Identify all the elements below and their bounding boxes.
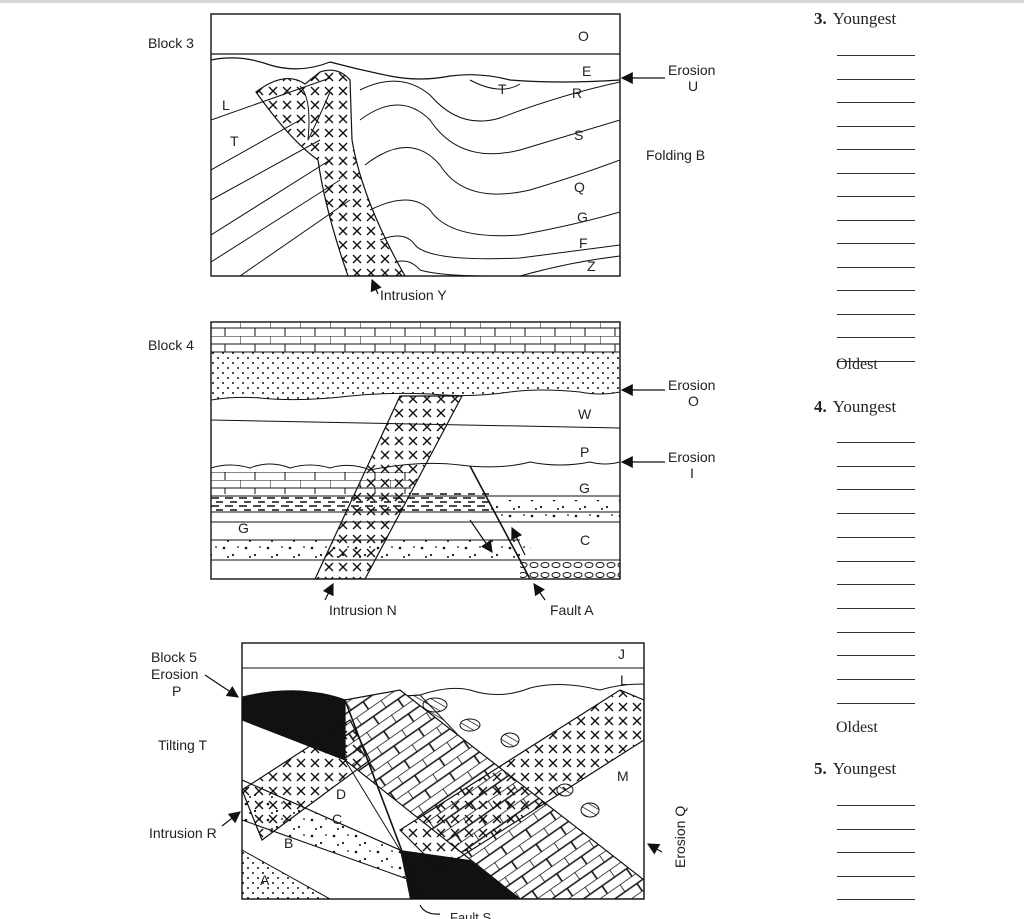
- intrusion-r-arrow: [221, 811, 241, 827]
- erosion-q-arrow: [646, 843, 663, 855]
- answer-blank-line[interactable]: [837, 219, 915, 221]
- block3-layer-e: E: [582, 63, 591, 79]
- answer-column: 3. Youngest Oldest 4. Youngest Oldest 5. Yo…: [800, 0, 1024, 919]
- block5-title: Block 5: [151, 649, 197, 665]
- fault-a-label: Fault A: [550, 602, 594, 618]
- question-3-number: 3.: [814, 9, 827, 28]
- answer-blank-line[interactable]: [837, 243, 915, 244]
- answer-blank-line[interactable]: [837, 360, 915, 362]
- fault-a-arrow: [533, 583, 546, 601]
- folding-b-label: Folding B: [646, 147, 705, 163]
- fault-s-arrow: [419, 904, 441, 915]
- answer-blank-line[interactable]: [837, 125, 915, 127]
- block3-layer-t2: T: [230, 133, 239, 149]
- block5-layer-c: C: [332, 811, 342, 827]
- answer-blank-line[interactable]: [837, 560, 915, 562]
- block-3: [210, 13, 621, 277]
- erosion-u-label: Erosion: [668, 62, 715, 78]
- block3-title: Block 3: [148, 35, 194, 51]
- tilting-t-label: Tilting T: [158, 737, 207, 753]
- answer-blank-line[interactable]: [837, 805, 915, 806]
- block3-layer-f: F: [579, 235, 588, 251]
- intrusion-n-label: Intrusion N: [329, 602, 397, 618]
- answer-blank-line[interactable]: [837, 465, 915, 467]
- answer-blank-line[interactable]: [837, 266, 915, 268]
- erosion-p-arrow: [204, 674, 239, 698]
- answer-blank-line[interactable]: [837, 828, 915, 830]
- answer-blank-line[interactable]: [837, 631, 915, 633]
- block3-layer-z: Z: [587, 258, 596, 274]
- intrusion-y-arrow: [370, 278, 382, 295]
- answer-blank-line[interactable]: [837, 875, 915, 877]
- question-5-number: 5.: [814, 759, 827, 778]
- question-5-youngest: Youngest: [832, 759, 897, 778]
- block4-title: Block 4: [148, 337, 194, 353]
- question-3-oldest: Oldest: [836, 356, 878, 373]
- answer-blank-line[interactable]: [837, 290, 915, 291]
- question-5-header: 5. Youngest: [814, 759, 896, 779]
- top-border: [0, 0, 1024, 3]
- block4-layer-g: G: [579, 480, 590, 496]
- block4-layer-g2: G: [238, 520, 249, 536]
- answer-blank-line[interactable]: [837, 489, 915, 491]
- fault-s-label: Fault S: [450, 910, 492, 919]
- block5-layer-j: J: [618, 646, 625, 662]
- answer-blank-line[interactable]: [837, 442, 915, 443]
- erosion-i-id: I: [690, 465, 694, 481]
- block3-layer-g: G: [577, 209, 588, 225]
- block4-layer-c: C: [580, 532, 590, 548]
- answer-blank-line[interactable]: [837, 899, 915, 900]
- block3-layer-l: L: [222, 97, 230, 113]
- erosion-p-label: Erosion: [151, 666, 198, 682]
- answer-blank-line[interactable]: [837, 655, 915, 657]
- answer-blank-line[interactable]: [837, 679, 915, 680]
- question-4-number: 4.: [814, 397, 827, 416]
- block5-layer-b: B: [284, 835, 293, 851]
- block3-layer-o: O: [578, 28, 589, 44]
- answer-blank-line[interactable]: [837, 702, 915, 704]
- answer-blank-line[interactable]: [837, 313, 915, 315]
- block3-layer-r: R: [572, 85, 582, 101]
- answer-blank-line[interactable]: [837, 55, 915, 56]
- answer-blank-line[interactable]: [837, 536, 915, 538]
- erosion-o-id: O: [688, 393, 699, 409]
- answer-blank-line[interactable]: [837, 852, 915, 853]
- answer-blank-line[interactable]: [837, 172, 915, 174]
- question-4-youngest: Youngest: [832, 397, 897, 416]
- question-4-header: 4. Youngest: [814, 397, 896, 417]
- block-4: [210, 321, 621, 580]
- block5-layer-m: M: [617, 768, 629, 784]
- erosion-q-label: Erosion Q: [672, 806, 688, 868]
- block-5: [241, 642, 645, 900]
- block5-layer-d: D: [336, 786, 346, 802]
- block4-layer-w: W: [578, 406, 592, 422]
- block3-layer-s: S: [574, 127, 583, 143]
- answer-blank-line[interactable]: [837, 513, 915, 515]
- answer-blank-line[interactable]: [837, 337, 915, 338]
- answer-blank-line[interactable]: [837, 196, 915, 197]
- answer-blank-line[interactable]: [837, 78, 915, 80]
- question-4-oldest: Oldest: [836, 719, 878, 736]
- block3-layer-q: Q: [574, 179, 585, 195]
- intrusion-r-label: Intrusion R: [149, 825, 217, 841]
- question-3-youngest: Youngest: [832, 9, 897, 28]
- geology-blocks-figure: Block 3 O E R T S Q G F Z L T Erosion U …: [148, 13, 715, 919]
- erosion-i-label: Erosion: [668, 449, 715, 465]
- block5-layer-l: L: [620, 672, 628, 688]
- erosion-u-id: U: [688, 78, 698, 94]
- answer-blank-line[interactable]: [837, 102, 915, 103]
- erosion-o-label: Erosion: [668, 377, 715, 393]
- block5-layer-a: A: [260, 872, 270, 888]
- erosion-p-id: P: [172, 683, 181, 699]
- answer-blank-line[interactable]: [837, 584, 915, 586]
- question-3-header: 3. Youngest: [814, 9, 896, 29]
- block4-layer-p: P: [580, 444, 589, 460]
- block3-layer-t: T: [498, 81, 507, 97]
- intrusion-y-label: Intrusion Y: [380, 287, 447, 303]
- intrusion-n-arrow: [322, 582, 334, 601]
- answer-blank-line[interactable]: [837, 149, 915, 150]
- answer-blank-line[interactable]: [837, 607, 915, 609]
